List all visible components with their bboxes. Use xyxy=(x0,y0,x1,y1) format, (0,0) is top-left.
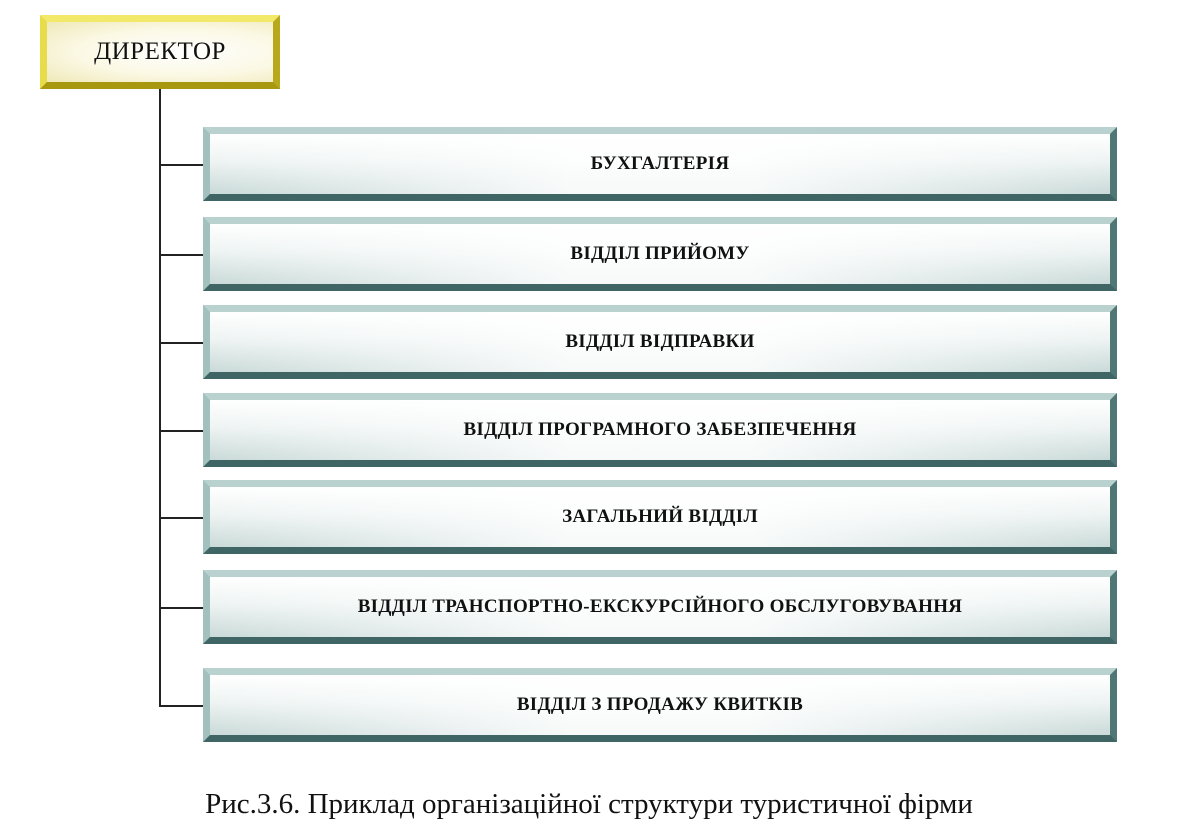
department-box: БУХГАЛТЕРІЯ xyxy=(203,127,1117,201)
department-box: ВІДДІЛ З ПРОДАЖУ КВИТКІВ xyxy=(203,668,1117,742)
director-label: ДИРЕКТОР xyxy=(94,38,226,65)
department-box: ВІДДІЛ ПРОГРАМНОГО ЗАБЕЗПЕЧЕННЯ xyxy=(203,393,1117,467)
department-label: ВІДДІЛ ВІДПРАВКИ xyxy=(565,331,755,352)
connector-branch xyxy=(159,705,205,707)
department-box: ВІДДІЛ ТРАНСПОРТНО-ЕКСКУРСІЙНОГО ОБСЛУГО… xyxy=(203,570,1117,644)
connector-branch xyxy=(159,607,205,609)
connector-branch xyxy=(159,517,205,519)
figure-caption: Рис.3.6. Приклад організаційної структур… xyxy=(205,788,973,820)
connector-branch xyxy=(159,164,205,166)
connector-branch xyxy=(159,430,205,432)
department-label: ВІДДІЛ ТРАНСПОРТНО-ЕКСКУРСІЙНОГО ОБСЛУГО… xyxy=(357,596,963,617)
department-label: ВІДДІЛ ПРИЙОМУ xyxy=(570,243,750,264)
connector-branch xyxy=(159,342,205,344)
department-label: БУХГАЛТЕРІЯ xyxy=(590,153,730,174)
department-box: ВІДДІЛ ВІДПРАВКИ xyxy=(203,305,1117,379)
department-box: ЗАГАЛЬНИЙ ВІДДІЛ xyxy=(203,480,1117,554)
department-label: ЗАГАЛЬНИЙ ВІДДІЛ xyxy=(562,506,758,527)
department-label: ВІДДІЛ З ПРОДАЖУ КВИТКІВ xyxy=(516,694,804,715)
connector-branch xyxy=(159,254,205,256)
department-box: ВІДДІЛ ПРИЙОМУ xyxy=(203,217,1117,291)
connector-trunk xyxy=(159,89,161,707)
department-label: ВІДДІЛ ПРОГРАМНОГО ЗАБЕЗПЕЧЕННЯ xyxy=(463,419,857,440)
director-box: ДИРЕКТОР xyxy=(40,15,280,89)
